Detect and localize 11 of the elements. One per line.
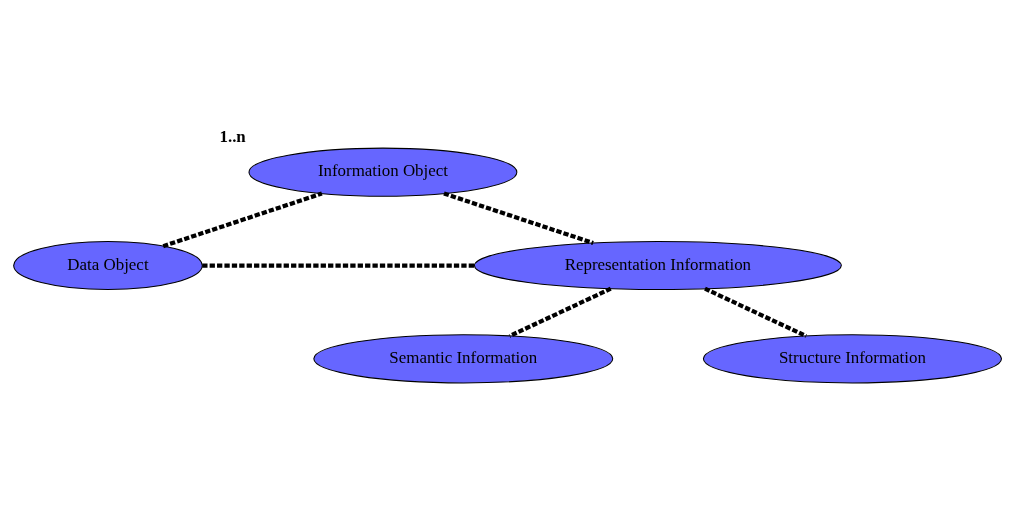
node-ellipse: Information Object xyxy=(248,147,517,197)
connector xyxy=(508,286,612,338)
connector xyxy=(442,191,594,245)
connector xyxy=(201,263,475,268)
connector xyxy=(703,286,807,338)
connector xyxy=(162,191,323,249)
node-ellipse: Structure Information xyxy=(702,334,1002,384)
node-ellipse: Representation Information xyxy=(473,240,842,291)
node-ellipse: Data Object xyxy=(12,240,203,291)
node-label: 1..n xyxy=(218,126,246,146)
node-ellipse: Semantic Information xyxy=(312,334,613,384)
